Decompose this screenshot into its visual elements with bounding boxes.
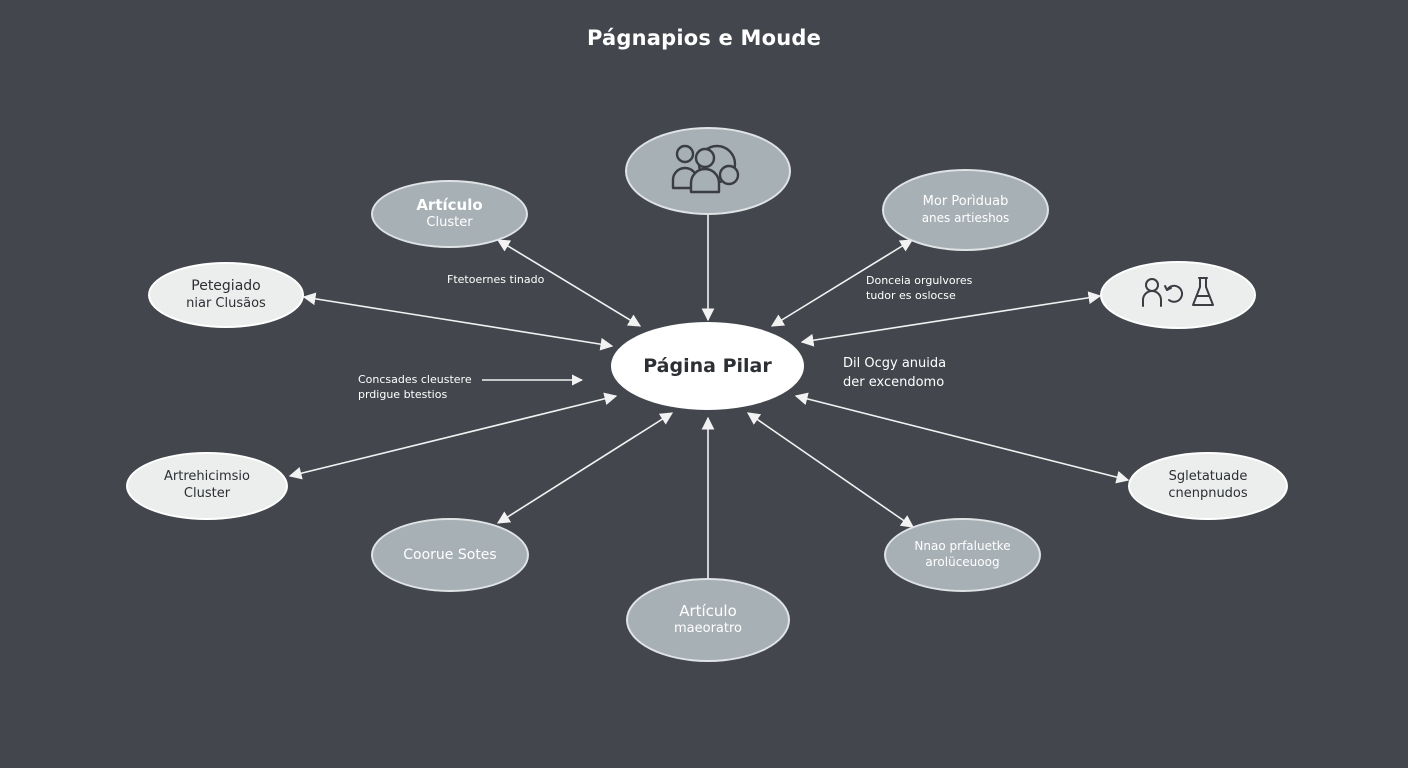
left-lower-node[interactable]: Artrehicimsio Cluster: [126, 452, 288, 520]
connector-bottom-left: [496, 412, 674, 524]
cluster-top-left-subtitle: Cluster: [426, 215, 473, 231]
diagram-title: Págnapios e Moude: [586, 26, 822, 50]
bottom-title: Artículo: [679, 601, 737, 620]
left-lower-line1: Artrehicimsio: [163, 469, 250, 485]
cluster-top-left-title: Artículo: [416, 195, 483, 214]
right-lower-line2: cnenpnudos: [1168, 486, 1248, 501]
connector-top-right: [770, 239, 914, 327]
bottom-right-line1: Nnao prfaluetke: [914, 539, 1011, 554]
connector-bottom-right: [746, 412, 915, 528]
bottom-node[interactable]: Artículo maeoratro: [626, 578, 790, 662]
flask-icon: [1191, 276, 1215, 314]
top-right-node[interactable]: Mor Porìduab anes artieshos: [882, 169, 1049, 251]
annotation-top-right-line1: Donceia orgulvores: [866, 274, 973, 287]
top-right-line2: anes artieshos: [921, 210, 1010, 225]
left-lower-line2: Cluster: [183, 486, 231, 501]
bottom-left-label: Coorue Sotes: [403, 546, 497, 563]
bottom-right-node[interactable]: Nnao prfaluetke arolüceuoog: [884, 518, 1041, 592]
left-upper-line2: niar Clusãos: [186, 295, 266, 311]
annotation-right: Dil Ocgy anuida der excendomo: [843, 355, 946, 393]
annotation-left: Concsades cleustere prdigue btestios: [358, 373, 472, 403]
connector-right-lower: [794, 392, 1130, 484]
top-right-line1: Mor Porìduab: [922, 193, 1009, 209]
connector-left-upper: [302, 292, 614, 351]
bottom-right-line2: arolüceuoog: [925, 555, 1000, 569]
annotation-left-line1: Concsades cleustere: [358, 373, 472, 386]
right-lower-line1: Sgletatuade: [1168, 469, 1248, 485]
right-lower-node[interactable]: Sgletatuade cnenpnudos: [1128, 452, 1288, 520]
pillar-page-label: Página Pilar: [643, 354, 772, 377]
bottom-left-node[interactable]: Coorue Sotes: [371, 518, 529, 592]
cluster-top-left-node[interactable]: Artículo Cluster: [371, 180, 528, 248]
annotation-top-right: Donceia orgulvores tudor es oslocse: [866, 274, 972, 304]
person-refresh-icon: [1141, 276, 1185, 314]
annotation-top-right-line2: tudor es oslocse: [866, 288, 956, 302]
connector-top-left: [496, 239, 642, 327]
users-search-icon: [669, 142, 747, 200]
connector-right-upper: [800, 291, 1102, 347]
pillar-page-node[interactable]: Página Pilar: [611, 322, 804, 410]
connector-left-lower: [288, 392, 618, 480]
annotation-left-line2: prdigue btestios: [358, 387, 448, 401]
bottom-subtitle: maeoratro: [673, 621, 742, 637]
right-icon-node[interactable]: [1100, 261, 1256, 329]
annotation-top-left: Ftetoernes tinado: [447, 273, 544, 288]
annotation-right-line1: Dil Ocgy anuida: [843, 356, 947, 371]
top-icon-node[interactable]: [625, 127, 791, 215]
left-upper-line1: Petegiado: [191, 278, 261, 295]
left-upper-node[interactable]: Petegiado niar Clusãos: [148, 262, 304, 328]
annotation-top-left-text: Ftetoernes tinado: [447, 273, 545, 286]
annotation-right-line2: der excendomo: [843, 374, 945, 390]
